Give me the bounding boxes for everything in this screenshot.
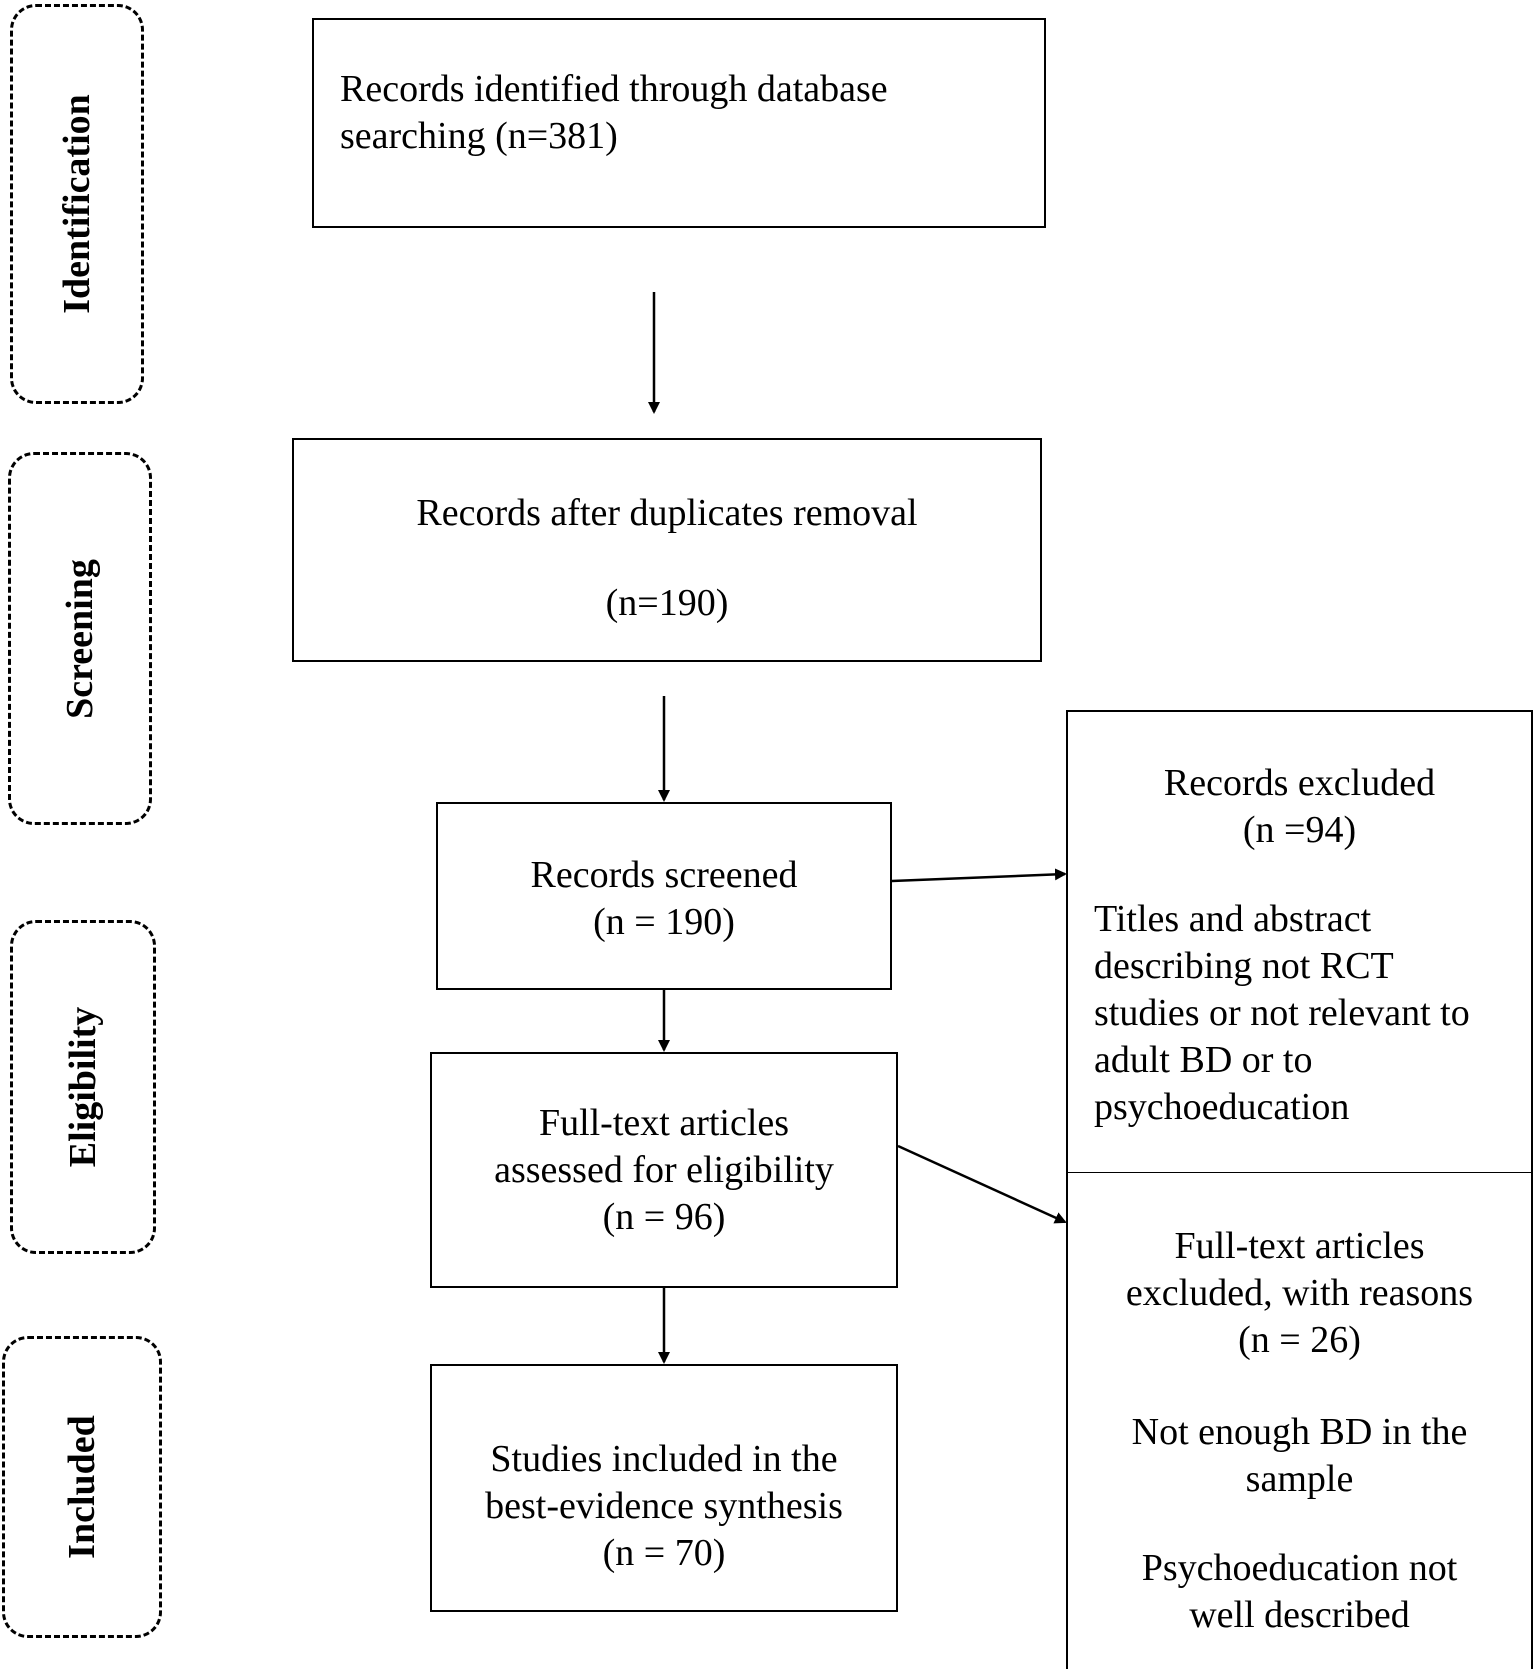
stage-included-label: Included (61, 1415, 103, 1559)
box-fulltext-excluded: Full-text articles excluded, with reason… (1066, 1172, 1533, 1669)
box-records-identified-line2: searching (n=381) (340, 115, 618, 157)
stage-eligibility: Eligibility (10, 920, 156, 1254)
box-records-screened-line1: Records screened (530, 854, 798, 896)
box-studies-included-line3: (n = 70) (602, 1532, 726, 1574)
box-after-duplicates: Records after duplicates removal (n=190) (292, 438, 1042, 662)
box-records-screened: Records screened (n = 190) (436, 802, 892, 990)
box-fulltext-excluded-reason2-line2: well described (1189, 1594, 1410, 1636)
box-fulltext-excluded-count: (n = 26) (1238, 1319, 1361, 1361)
box-fulltext-assessed-line2: assessed for eligibility (494, 1149, 834, 1191)
box-fulltext-assessed: Full-text articles assessed for eligibil… (430, 1052, 898, 1288)
box-fulltext-excluded-reason2-line1: Psychoeducation not (1141, 1547, 1458, 1589)
box-studies-included-line2: best-evidence synthesis (485, 1485, 843, 1527)
box-fulltext-excluded-reason1-line2: sample (1245, 1458, 1354, 1500)
box-studies-included-line1: Studies included in the (490, 1438, 838, 1480)
box-studies-included: Studies included in the best-evidence sy… (430, 1364, 898, 1612)
stage-identification: Identification (10, 4, 144, 404)
box-fulltext-excluded-title-line2: excluded, with reasons (1125, 1272, 1474, 1314)
box-after-duplicates-line2: (n=190) (605, 582, 729, 624)
box-after-duplicates-line1: Records after duplicates removal (416, 492, 918, 534)
stage-identification-label: Identification (56, 94, 98, 314)
box-fulltext-excluded-title-line1: Full-text articles (1174, 1225, 1425, 1267)
box-records-excluded-reason-line: describing not RCT (1094, 945, 1394, 987)
box-records-identified: Records identified through database sear… (312, 18, 1046, 228)
stage-screening-label: Screening (59, 558, 101, 719)
stage-included: Included (2, 1336, 162, 1638)
stage-eligibility-label: Eligibility (62, 1006, 104, 1168)
box-records-screened-line2: (n = 190) (593, 901, 735, 943)
box-records-identified-line1: Records identified through database (340, 68, 888, 110)
box-records-excluded-reason-line: adult BD or to (1094, 1039, 1313, 1081)
arrow-fulltext-to-excluded (897, 1144, 1067, 1224)
box-records-excluded-title: Records excluded (1163, 762, 1436, 804)
stage-screening: Screening (8, 452, 152, 825)
box-fulltext-excluded-reason1-line1: Not enough BD in the (1131, 1411, 1468, 1453)
arrow-screened-to-excluded (891, 868, 1067, 883)
box-fulltext-assessed-line1: Full-text articles (538, 1102, 790, 1144)
box-records-excluded-count: (n =94) (1242, 809, 1357, 851)
box-records-excluded: Records excluded (n =94) Titles and abst… (1066, 710, 1533, 1174)
box-records-excluded-reason-line: studies or not relevant to (1094, 992, 1470, 1034)
box-records-excluded-reason-line: psychoeducation (1094, 1086, 1350, 1128)
box-fulltext-assessed-line3: (n = 96) (602, 1196, 726, 1238)
box-records-excluded-reason-line: Titles and abstract (1094, 898, 1372, 940)
